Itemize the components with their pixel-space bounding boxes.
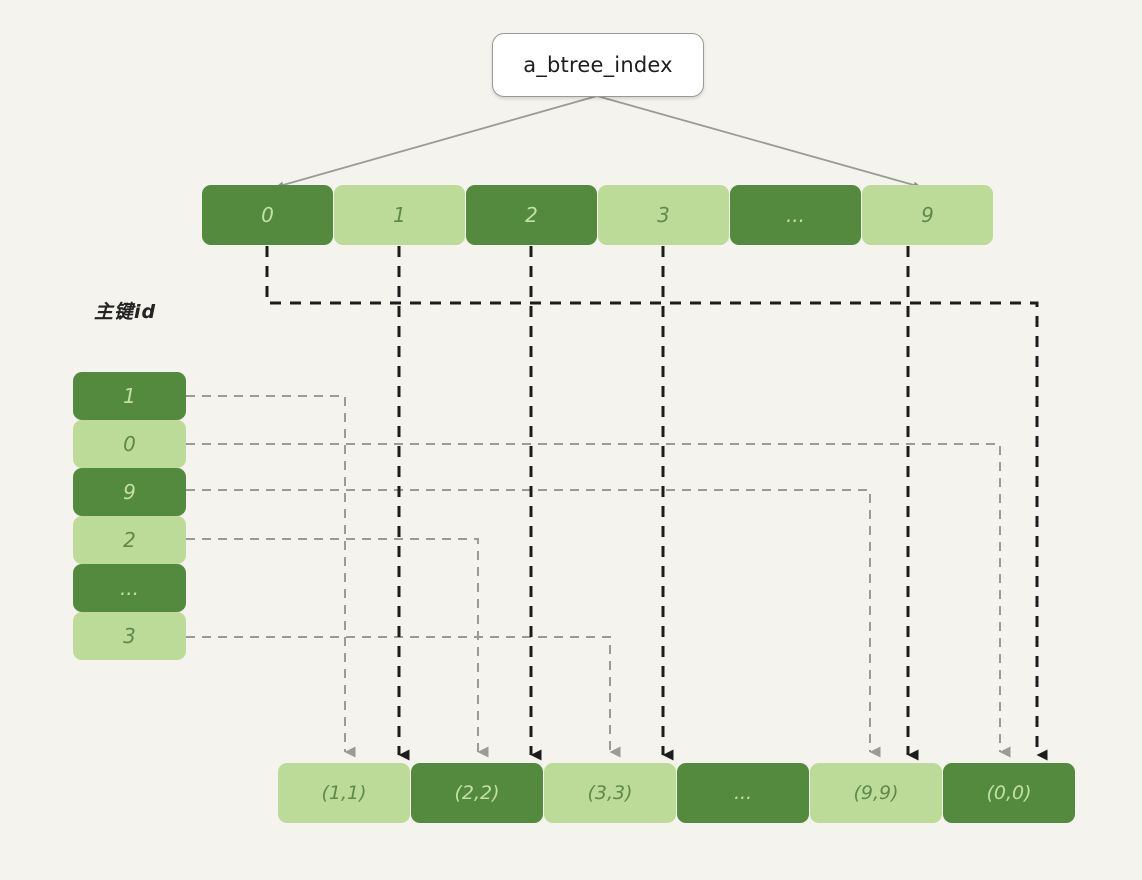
wire-pk-1-to-tuple-11: [186, 395, 356, 758]
index-cell-0[interactable]: 0: [202, 185, 333, 245]
index-cell-ellipsis[interactable]: ...: [730, 185, 861, 245]
primary-key-column-label: 主键id: [94, 301, 157, 323]
primary-key-cell-9[interactable]: 9: [73, 468, 186, 516]
edge-title-to-first-index-cell: [275, 95, 598, 189]
wire-pk-0-to-tuple-00: [186, 443, 1011, 758]
primary-key-cell-2[interactable]: 2: [73, 516, 186, 564]
btree-index-title-node[interactable]: a_btree_index: [492, 33, 704, 97]
primary-key-cell-0[interactable]: 0: [73, 420, 186, 468]
primary-key-cell-1[interactable]: 1: [73, 372, 186, 420]
wire-pk-3-to-tuple-33: [186, 636, 621, 758]
index-wire-group: [265, 246, 1048, 761]
index-cell-9[interactable]: 9: [862, 185, 993, 245]
tuple-cell-1-1[interactable]: (1,1): [278, 763, 410, 823]
tuple-cell-ellipsis[interactable]: ...: [677, 763, 809, 823]
primary-key-cell-3[interactable]: 3: [73, 612, 186, 660]
tuple-cell-9-9[interactable]: (9,9): [810, 763, 942, 823]
index-cell-2[interactable]: 2: [466, 185, 597, 245]
tree-edge-group: [275, 95, 922, 189]
tuple-cell-3-3[interactable]: (3,3): [544, 763, 676, 823]
index-cell-1[interactable]: 1: [334, 185, 465, 245]
edge-title-to-last-index-cell: [596, 95, 922, 189]
tuple-cell-0-0[interactable]: (0,0): [943, 763, 1075, 823]
primary-key-cell-ellipsis[interactable]: ...: [73, 564, 186, 612]
wire-pk-2-to-tuple-22: [186, 538, 489, 758]
wire-pk-9-to-tuple-99: [186, 489, 881, 758]
primary-key-wire-group: [186, 395, 1011, 758]
index-cell-3[interactable]: 3: [598, 185, 729, 245]
wire-index-0-to-tuple-00: [265, 246, 1048, 761]
tuple-cell-2-2[interactable]: (2,2): [411, 763, 543, 823]
